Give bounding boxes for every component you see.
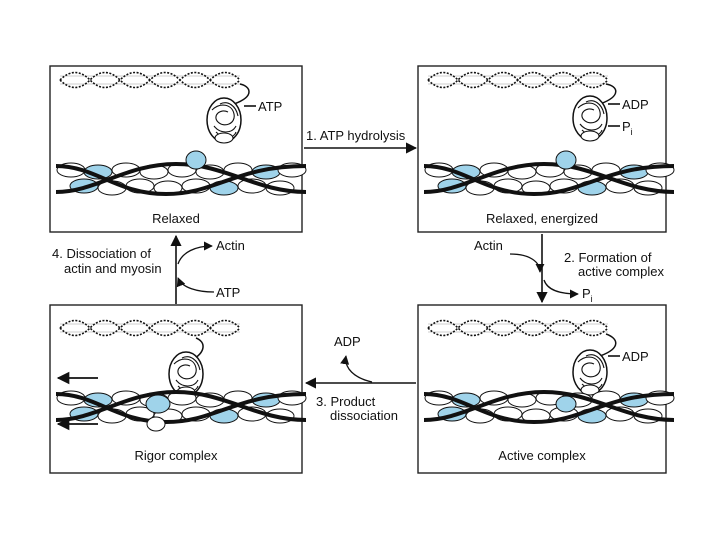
panel-relaxed: ATP Relaxed [49, 65, 308, 233]
caption-relaxed: Relaxed [152, 211, 200, 226]
panel-active-complex: ADP Active complex [417, 304, 676, 474]
caption-relaxed-energized: Relaxed, energized [486, 211, 598, 226]
caption-active-complex: Active complex [498, 448, 586, 463]
step-3-line2: dissociation [330, 408, 398, 423]
step-4-actin-label: Actin [216, 238, 245, 253]
atp-in-arrow [176, 277, 215, 293]
pi-out-arrow [543, 279, 579, 299]
adp-label-active: ADP [622, 349, 649, 364]
step-2-actin-label: Actin [474, 238, 503, 253]
step-3-adp-label: ADP [334, 334, 361, 349]
atp-label: ATP [258, 99, 282, 114]
step-2-pi-label: Pi [582, 286, 593, 304]
caption-rigor-complex: Rigor complex [134, 448, 218, 463]
step-3-product-dissociation: ADP 3. Product dissociation [304, 334, 416, 423]
step-4-dissociation: 4. Dissociation of actin and myosin Acti… [52, 234, 245, 304]
panel-rigor-complex: Rigor complex [49, 304, 308, 474]
actin-in-arrow [509, 253, 545, 273]
step-2-line1: 2. Formation of [564, 250, 652, 265]
pi-label-energized: Pi [622, 119, 633, 137]
step-1-label: 1. ATP hydrolysis [306, 128, 406, 143]
adp-out-arrow [340, 355, 373, 383]
step-4-line1: 4. Dissociation of [52, 246, 151, 261]
step-2-line2: active complex [578, 264, 664, 279]
step-1-atp-hydrolysis: 1. ATP hydrolysis [304, 128, 418, 154]
adp-label-energized: ADP [622, 97, 649, 112]
step-4-atp-label: ATP [216, 285, 240, 300]
actin-out-arrow [177, 241, 213, 265]
step-2-formation: Actin 2. Formation of active complex Pi [474, 234, 664, 304]
panel-relaxed-energized: ADP Pi Relaxed, energized [417, 65, 676, 233]
step-3-line1: 3. Product [316, 394, 376, 409]
step-4-line2: actin and myosin [64, 261, 162, 276]
